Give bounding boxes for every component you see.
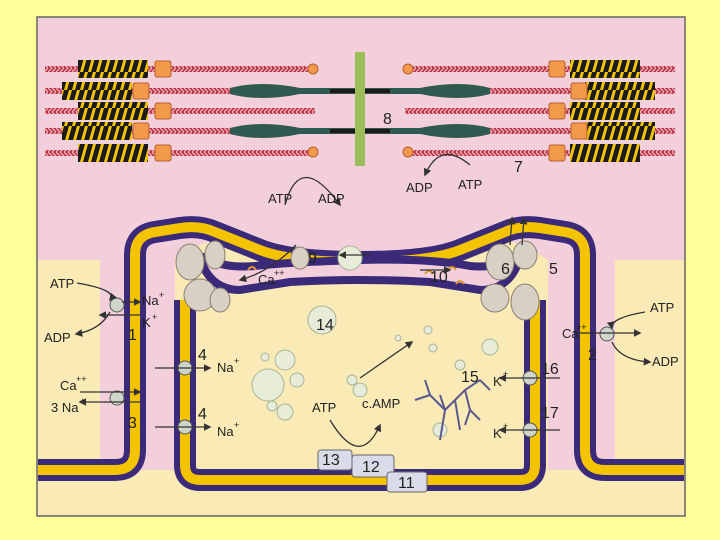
sarcomere-adp-label: ADP — [318, 191, 345, 206]
left-3na-charge: + — [80, 396, 85, 406]
right-k-a: K — [493, 374, 502, 389]
nerve-terminal-15 — [414, 379, 491, 441]
interior-na-a-charge: + — [234, 356, 239, 366]
left-3na-label: 3 Na — [51, 400, 79, 415]
atp-adp-arrow-right — [423, 153, 471, 177]
channel-ca-label: Ca — [258, 272, 275, 287]
label-4b: 4 — [198, 406, 207, 423]
right-k-b-charge: + — [503, 421, 508, 431]
label-2: 2 — [588, 347, 597, 364]
label-7: 7 — [514, 159, 523, 176]
right-atp-label: ATP — [650, 300, 674, 315]
label-16: 16 — [541, 361, 559, 378]
interior-na-a: Na — [217, 360, 234, 375]
actin-filaments — [45, 66, 675, 156]
receptor-boxes — [317, 449, 428, 493]
label-10: 10 — [430, 269, 448, 286]
label-5: 5 — [549, 261, 558, 278]
label-13: 13 — [322, 452, 340, 469]
left-k-label: K — [142, 315, 151, 330]
m-line — [355, 52, 365, 166]
label-11: 11 — [398, 475, 415, 492]
transport-arrows — [74, 216, 652, 447]
label-12: 12 — [362, 459, 380, 476]
interior-na-b-charge: + — [234, 420, 239, 430]
label-3: 3 — [128, 415, 137, 432]
left-atp-label: ATP — [50, 276, 74, 291]
label-8: 8 — [383, 111, 392, 128]
label-9: 9 — [308, 250, 317, 267]
right-k-a-charge: + — [503, 369, 508, 379]
label-17: 17 — [541, 405, 559, 422]
left-k-charge: + — [152, 312, 157, 322]
left-ca-charge: ++ — [76, 374, 87, 384]
label-6: 6 — [501, 261, 510, 278]
right-adp-label: ADP — [652, 354, 679, 369]
vesicles — [251, 245, 499, 438]
label-4a: 4 — [198, 347, 207, 364]
titin-coils — [62, 60, 655, 162]
left-na-label: Na — [142, 293, 159, 308]
interior-camp: c.AMP — [362, 396, 400, 411]
label-1: 1 — [128, 327, 137, 344]
right-ca-charge: ++ — [576, 322, 587, 332]
calcium-channels — [175, 240, 540, 321]
left-na-charge: + — [159, 290, 164, 300]
left-adp-label: ADP — [44, 330, 71, 345]
sarcomere-adp-right: ADP — [406, 180, 433, 195]
channel-ca-charge: ++ — [274, 268, 285, 278]
right-k-b: K — [493, 426, 502, 441]
atp-adp-arrow-left — [284, 177, 341, 207]
sarcomere-atp-right: ATP — [458, 177, 482, 192]
left-ca-label: Ca — [60, 378, 77, 393]
sarcomere: ATP ADP 8 7 ADP ATP — [45, 52, 675, 207]
interior-na-b: Na — [217, 424, 234, 439]
sarcomere-atp-label: ATP — [268, 191, 292, 206]
right-ca-label: Ca — [562, 326, 579, 341]
interior-atp: ATP — [312, 400, 336, 415]
z-anchors — [132, 60, 588, 162]
label-15: 15 — [461, 369, 479, 386]
label-14: 14 — [316, 317, 334, 334]
